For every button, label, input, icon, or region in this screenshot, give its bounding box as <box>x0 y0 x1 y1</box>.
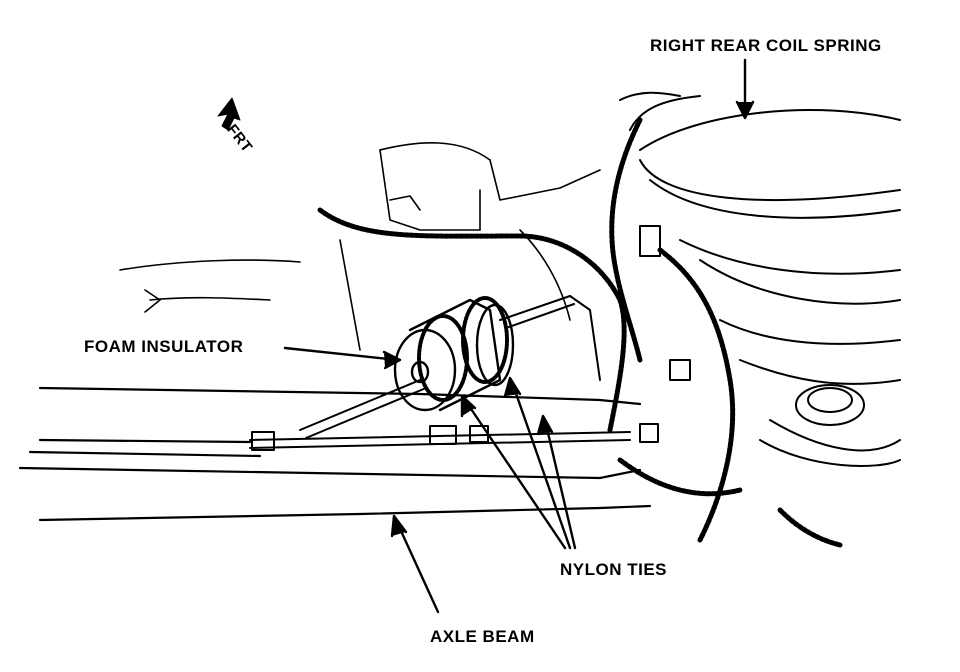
underbody-outline <box>119 142 601 351</box>
foam-leader <box>283 346 400 362</box>
shock-mount <box>759 384 901 467</box>
label-right-rear-coil-spring: RIGHT REAR COIL SPRING <box>650 36 882 55</box>
ties-leader-1 <box>463 398 567 550</box>
line-fittings <box>251 225 691 451</box>
nylon-tie-bands <box>417 296 509 402</box>
axle-leader <box>394 518 440 614</box>
front-direction-arrow-icon <box>217 97 241 131</box>
ties-leader-3 <box>543 418 577 550</box>
axle-arrowhead <box>390 514 408 538</box>
label-foam-insulator: FOAM INSULATOR <box>84 337 244 356</box>
ties-arrowhead-1 <box>460 394 477 418</box>
coil-spring <box>619 91 901 385</box>
fuel-lines <box>249 295 631 449</box>
leader-arrows <box>283 58 755 614</box>
label-axle-beam: AXLE BEAM <box>430 627 535 646</box>
ties-arrowhead-3 <box>536 414 554 436</box>
foam-arrowhead <box>382 350 402 370</box>
axle-beam <box>18 386 652 522</box>
wiring-harness <box>317 117 843 548</box>
label-nylon-ties: NYLON TIES <box>560 560 668 579</box>
ties-arrowhead-2 <box>503 376 522 398</box>
ties-leader-2 <box>510 380 572 550</box>
spring-arrowhead <box>735 100 755 120</box>
